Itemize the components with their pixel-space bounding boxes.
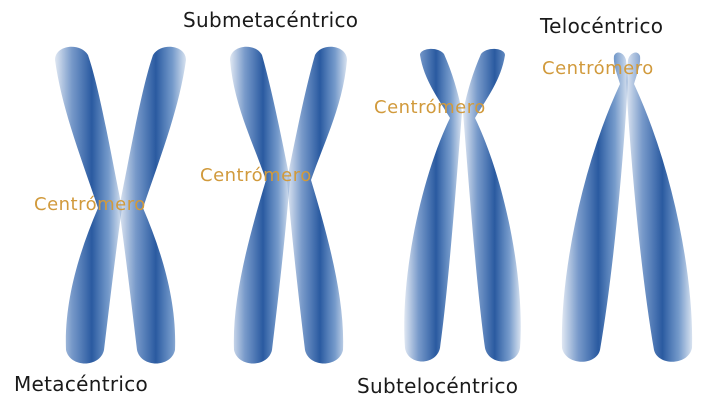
submetacentric-centromere-label: Centrómero [200, 165, 312, 186]
metacentric-label: Metacéntrico [14, 372, 148, 396]
submetacentric-chromosome [230, 47, 347, 364]
telocentric-chromosome [562, 53, 692, 362]
telocentric-chromatid-right [626, 53, 692, 362]
subtelocentric-label: Subtelocéntrico [357, 374, 518, 398]
telocentric-chromatid-left [562, 53, 628, 362]
submetacentric-chromatid-left [230, 47, 290, 364]
subtelocentric-chromosome [404, 49, 521, 362]
telocentric-centromere-label: Centrómero [542, 58, 654, 79]
metacentric-centromere-label: Centrómero [34, 194, 146, 215]
submetacentric-chromatid-right [287, 47, 347, 364]
subtelocentric-chromatid-right [463, 49, 521, 362]
subtelocentric-chromatid-left [404, 49, 462, 362]
subtelocentric-centromere-label: Centrómero [374, 97, 486, 118]
submetacentric-label: Submetacéntrico [183, 8, 358, 32]
telocentric-label: Telocéntrico [540, 14, 663, 38]
